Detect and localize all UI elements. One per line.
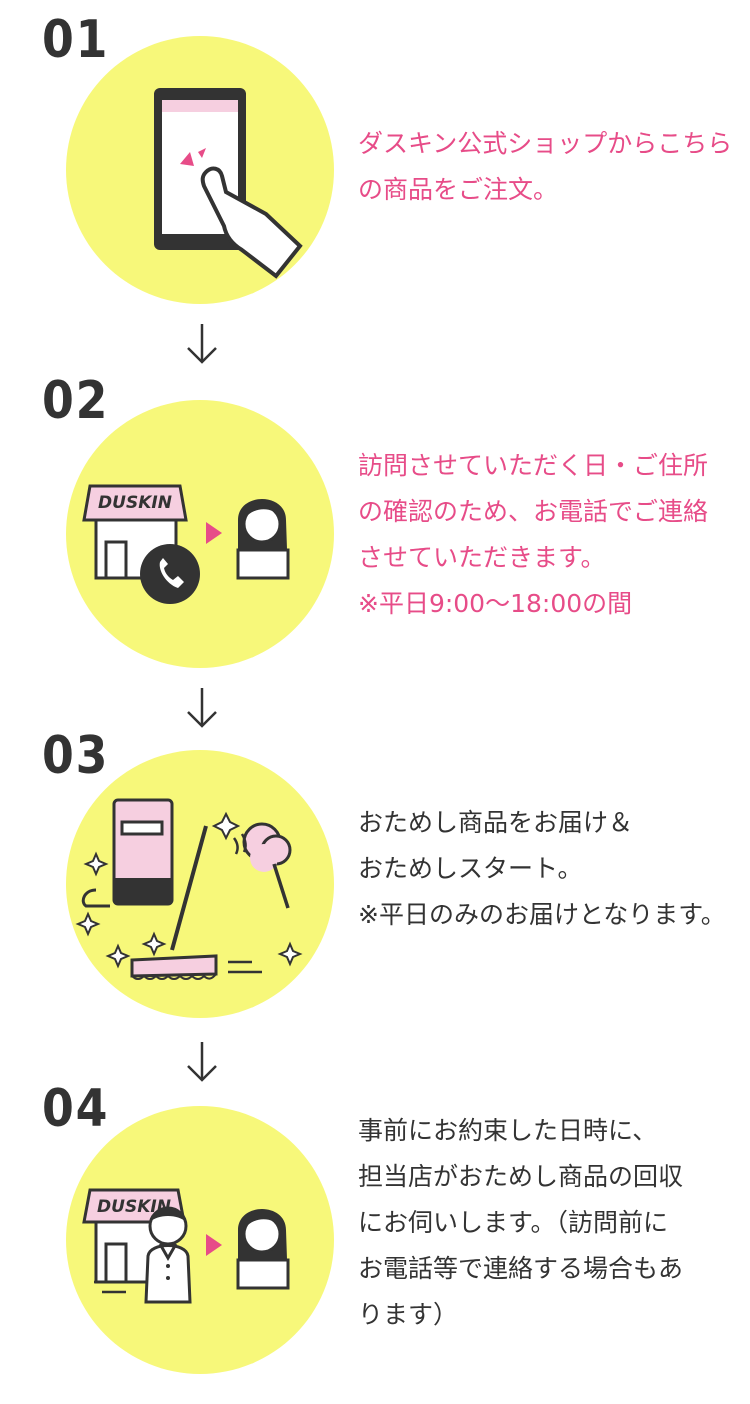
step-description: おためし商品をお届け＆ おためしスタート。 ※平日のみのお届けとなります。 [358, 808, 726, 929]
step-illustration: DUSKIN [66, 1106, 334, 1374]
step-illustration [66, 750, 334, 1018]
step-description: 訪問させていただく日・ご住所 の確認のため、お電話でご連絡 させていただきます。… [358, 451, 709, 618]
store-phone-customer-icon: DUSKIN [82, 484, 290, 604]
smartphone-tap-icon [154, 88, 303, 279]
step-illustration: DUSKIN [66, 400, 334, 668]
step-description: 事前にお約束した日時に、 担当店がおためし商品の回収 にお伺いします。（訪問前に… [358, 1116, 684, 1329]
duskin-logo: DUSKIN [97, 1197, 171, 1217]
step-number: 02 [42, 371, 110, 431]
arrow-down-icon [187, 324, 217, 364]
step-illustration [66, 36, 334, 304]
step-description: ダスキン公式ショップからこちら の商品をご注文。 [358, 129, 733, 204]
step-number: 04 [42, 1079, 110, 1139]
cleaning-products-icon [75, 798, 303, 980]
step-number: 03 [42, 726, 110, 786]
step-number: 01 [42, 10, 110, 70]
duskin-logo: DUSKIN [98, 493, 172, 513]
store-staff-customer-icon: DUSKIN [82, 1188, 290, 1304]
arrow-down-icon [187, 688, 217, 728]
arrow-down-icon [187, 1042, 217, 1082]
